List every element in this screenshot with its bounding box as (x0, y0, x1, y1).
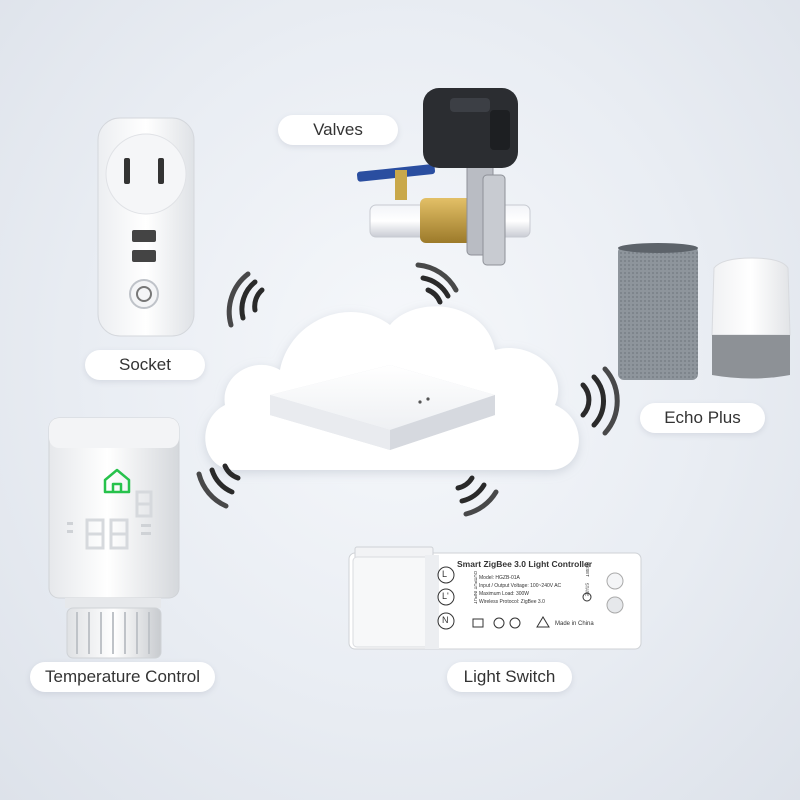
light-controller-load: Maximum Load: 300W (479, 591, 530, 597)
state-label: STATE (584, 582, 590, 597)
valve-device-image (356, 88, 531, 266)
zigbee-hub-icon (270, 365, 495, 450)
input-output-label: OUTPUT INPUT (473, 570, 479, 605)
light-controller-protocol: Wireless Protocol: ZigBee 3.0 (479, 599, 545, 605)
thermostat-device-image (48, 417, 180, 659)
terminal-l-label: L (442, 569, 448, 579)
light-controller-voltage: Input / Output Voltage: 100~240V AC (479, 583, 562, 589)
light-switch-label: Light Switch (447, 662, 572, 692)
cloud-hub-illustration (205, 306, 579, 470)
light-controller-device: Smart ZigBee 3.0 Light Controller Model:… (347, 545, 645, 653)
terminal-l-prime-label: L' (442, 591, 449, 601)
light-controller-casing (348, 546, 642, 650)
echo-plus-label: Echo Plus (640, 403, 765, 433)
reset-label: RESET (585, 561, 591, 578)
temperature-control-label: Temperature Control (30, 662, 215, 692)
echo-plus-device-image (618, 243, 791, 380)
terminal-n-label: N (442, 615, 449, 625)
valves-label: Valves (278, 115, 398, 145)
light-controller-title: Smart ZigBee 3.0 Light Controller (457, 559, 593, 569)
light-controller-model: Model: HGZB-01A (479, 575, 520, 581)
made-in-label: Made in China (555, 621, 594, 627)
socket-device-image (97, 117, 195, 337)
socket-label: Socket (85, 350, 205, 380)
